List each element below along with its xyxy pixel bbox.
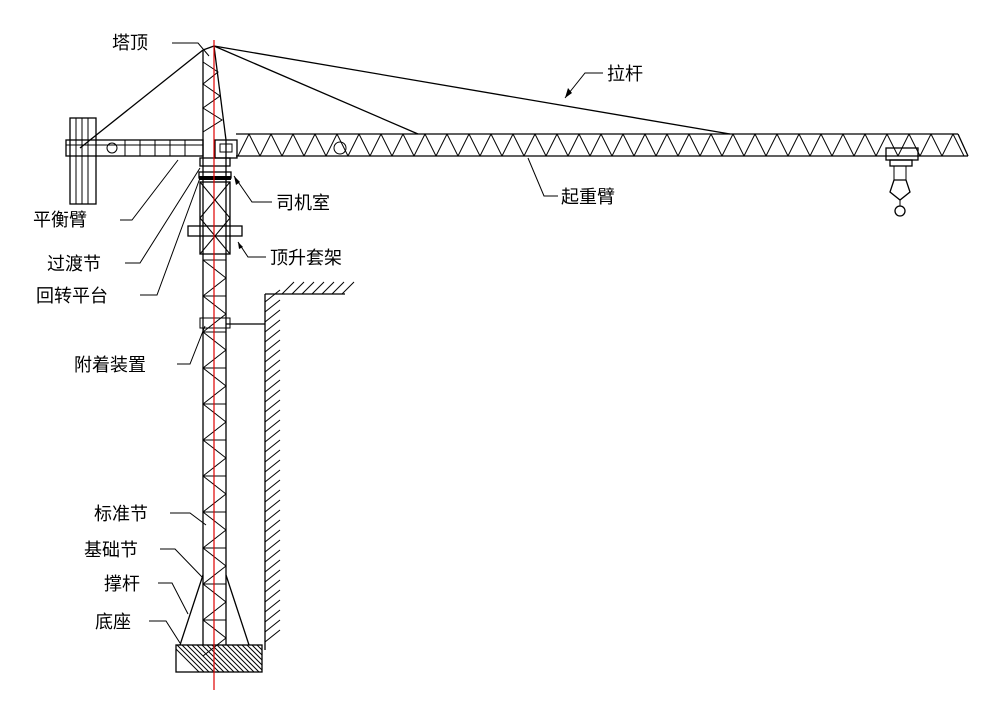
arrowheads <box>234 88 572 249</box>
label-slewing-platform: 回转平台 <box>36 286 108 307</box>
label-base-section: 基础节 <box>84 540 138 561</box>
jib <box>236 133 969 157</box>
label-jib: 起重臂 <box>561 187 615 208</box>
label-brace: 撑杆 <box>104 574 140 595</box>
label-transition-section: 过渡节 <box>47 254 101 275</box>
cab-slewing <box>198 139 238 180</box>
label-climbing-frame: 顶升套架 <box>270 248 342 269</box>
label-counter-jib: 平衡臂 <box>33 210 87 231</box>
tie-rods <box>79 45 731 149</box>
trolley-hook <box>885 147 919 217</box>
counter-jib <box>65 117 204 205</box>
labels: 塔顶 拉杆 平衡臂 司机室 起重臂 过渡节 顶升套架 回转平台 附着装置 标准节… <box>33 33 643 633</box>
label-anchorage-device: 附着装置 <box>74 355 146 376</box>
label-base: 底座 <box>95 612 131 633</box>
label-tower-top: 塔顶 <box>112 33 148 54</box>
label-standard-section: 标准节 <box>94 504 148 525</box>
anchorage-device <box>199 317 265 329</box>
tower-top <box>202 45 227 141</box>
label-cab: 司机室 <box>276 193 330 214</box>
climbing-frame <box>187 181 243 255</box>
building-wall <box>264 281 355 650</box>
leader-lines <box>120 42 603 644</box>
base-assembly <box>175 574 263 673</box>
label-tie-rod: 拉杆 <box>607 64 643 85</box>
